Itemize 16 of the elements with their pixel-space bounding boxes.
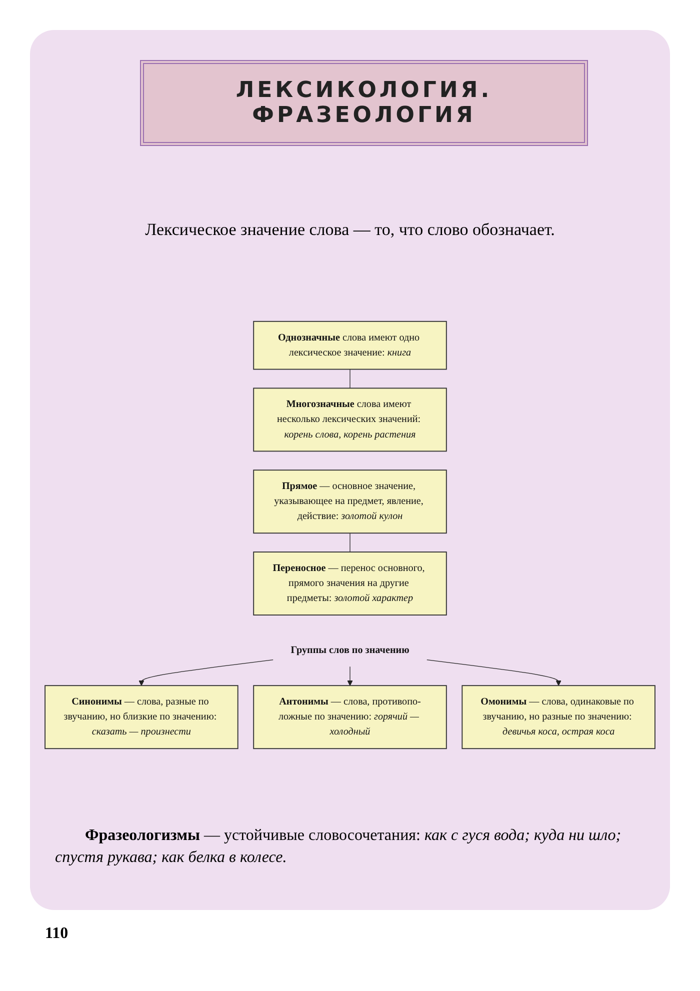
node-box — [253, 685, 447, 750]
node-box — [253, 470, 447, 534]
page-number: 110 — [45, 925, 68, 943]
page-background: ЛЕКСИКОЛОГИЯ. ФРАЗЕОЛОГИЯ Лексическое значение слова — то, что слово обозначает. Однозначные слова имеют одно лексическое значение: книга Многозначные слова имеют несколько лексических значений: корень слова, корень растения Прямое — основное значение, указывающее на предмет, явление, действие: золотой кулон Переносное — перенос основного, прямого значения на другие предметы: золотой характер Группы слов по значению Синонимы — слова, разные по звучанию, но близкие по значению: сказать — произнести Антонимы — слова, противопо-ложные по значению: горячий — холодный Омонимы — слова, одинаковые по звучанию, но разные по значению: девичья коса, острая коса Фразеологизмы — устойчивые словосочетания: как с гуся вода; куда ни шло; спустя рукава; как белка в колесе. — [30, 30, 670, 910]
definition-text: Лексическое значение слова — то, что слово обозначает. — [144, 220, 556, 240]
node-box — [462, 685, 656, 750]
note-text: Фразеологизмы — устойчивые словосочетания: как с гуся вода; куда ни шло; спустя рукава; как белка в колесе. — [55, 826, 622, 868]
node-box — [253, 320, 447, 370]
arrow — [138, 660, 274, 686]
node-box — [253, 388, 447, 452]
title-banner: ЛЕКСИКОЛОГИЯ. ФРАЗЕОЛОГИЯ — [140, 60, 588, 146]
node-box — [44, 685, 238, 750]
node-text: Группы слов по значению — [290, 644, 410, 656]
arrow — [347, 666, 353, 686]
node-box — [253, 552, 447, 616]
arrow — [426, 660, 562, 686]
